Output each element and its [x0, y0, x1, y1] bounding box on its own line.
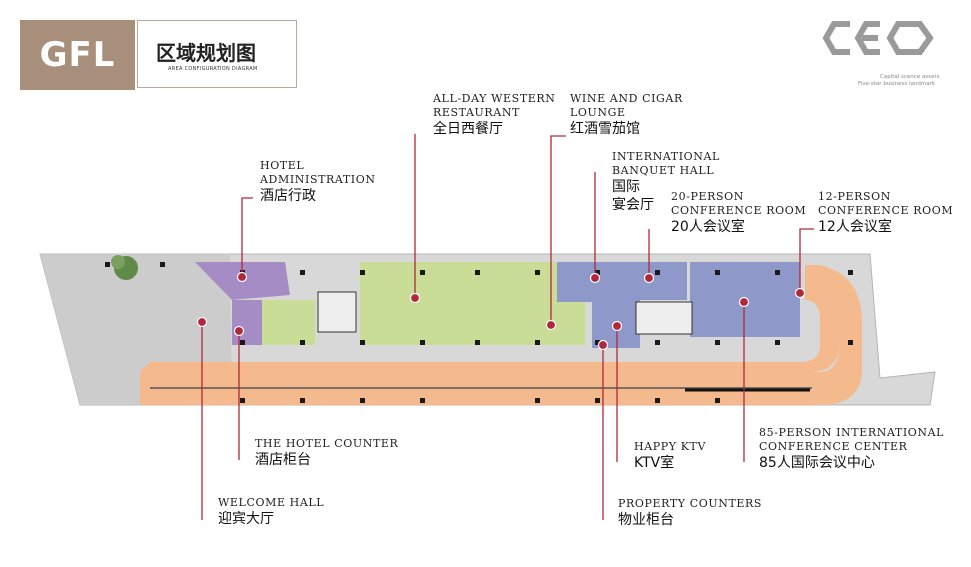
marker-conf20: [643, 272, 655, 284]
marker-wine: [545, 319, 557, 331]
label-ktv-cn: KTV室: [634, 455, 675, 471]
label-admin-cn: 酒店行政: [260, 188, 316, 204]
label-center85-cn: 85人国际会议中心: [759, 455, 875, 471]
label-restaurant-en: ALL-DAY WESTERN RESTAURANT: [433, 92, 556, 119]
label-counter: THE HOTEL COUNTER 酒店柜台: [255, 437, 398, 469]
label-restaurant-cn: 全日西餐厅: [433, 121, 503, 137]
logo-tagline-2: Five-star business landmark: [858, 81, 936, 87]
page-subtitle: AREA CONFIGURATION DIAGRAM: [168, 66, 258, 72]
label-admin-en: HOTEL ADMINISTRATION: [260, 159, 376, 186]
marker-ktv: [611, 320, 623, 332]
label-ktv-en: HAPPY KTV: [634, 440, 706, 453]
label-ktv: HAPPY KTV KTV室: [634, 440, 706, 472]
label-conf12-en: 12-PERSON CONFERENCE ROOM: [818, 190, 954, 217]
label-conf20-en: 20-PERSON CONFERENCE ROOM: [671, 190, 807, 217]
location-markers: [196, 271, 806, 351]
label-welcome-en: WELCOME HALL: [218, 496, 325, 509]
label-conf12: 12-PERSON CONFERENCE ROOM 12人会议室: [818, 190, 953, 236]
marker-restaurant: [409, 292, 421, 304]
marker-banquet: [589, 272, 601, 284]
page-title: 区域规划图: [156, 41, 256, 65]
label-restaurant: ALL-DAY WESTERN RESTAURANT 全日西餐厅: [433, 92, 556, 138]
floor-badge: GFL: [20, 20, 135, 90]
leader-lines: [201, 134, 814, 520]
building-outline: [39, 253, 936, 406]
marker-center85: [738, 296, 750, 308]
label-wine-en: WINE AND CIGAR LOUNGE: [570, 92, 683, 119]
label-conf20-cn: 20人会议室: [671, 219, 745, 235]
label-admin: HOTEL ADMINISTRATION 酒店行政: [260, 159, 376, 205]
marker-property: [597, 339, 609, 351]
label-banquet-cn: 国际 宴会厅: [612, 179, 654, 213]
label-counter-cn: 酒店柜台: [255, 452, 311, 468]
label-counter-en: THE HOTEL COUNTER: [255, 437, 399, 450]
label-banquet: INTERNATIONAL BANQUET HALL 国际 宴会厅: [612, 150, 720, 214]
marker-counter: [233, 325, 245, 337]
floor-badge-text: GFL: [39, 35, 116, 75]
label-wine: WINE AND CIGAR LOUNGE 红酒雪茄馆: [570, 92, 683, 138]
label-welcome: WELCOME HALL 迎宾大厅: [218, 496, 324, 528]
label-center85: 85-PERSON INTERNATIONAL CONFERENCE CENTE…: [759, 426, 944, 472]
label-property: PROPERTY COUNTERS 物业柜台: [618, 497, 762, 529]
label-conf20: 20-PERSON CONFERENCE ROOM 20人会议室: [671, 190, 806, 236]
logo-tagline-1: Capital scence assets: [880, 74, 940, 80]
marker-welcome: [196, 316, 208, 328]
ceo-logo-icon: [822, 21, 934, 55]
label-wine-cn: 红酒雪茄馆: [570, 121, 640, 137]
label-property-cn: 物业柜台: [618, 512, 674, 528]
title-box: 区域规划图 AREA CONFIGURATION DIAGRAM: [137, 20, 297, 88]
label-welcome-cn: 迎宾大厅: [218, 511, 274, 527]
label-center85-en: 85-PERSON INTERNATIONAL CONFERENCE CENTE…: [759, 426, 945, 453]
label-property-en: PROPERTY COUNTERS: [618, 497, 763, 510]
marker-conf12: [794, 287, 806, 299]
marker-admin: [236, 271, 248, 283]
label-conf12-cn: 12人会议室: [818, 219, 892, 235]
label-banquet-en: INTERNATIONAL BANQUET HALL: [612, 150, 720, 177]
